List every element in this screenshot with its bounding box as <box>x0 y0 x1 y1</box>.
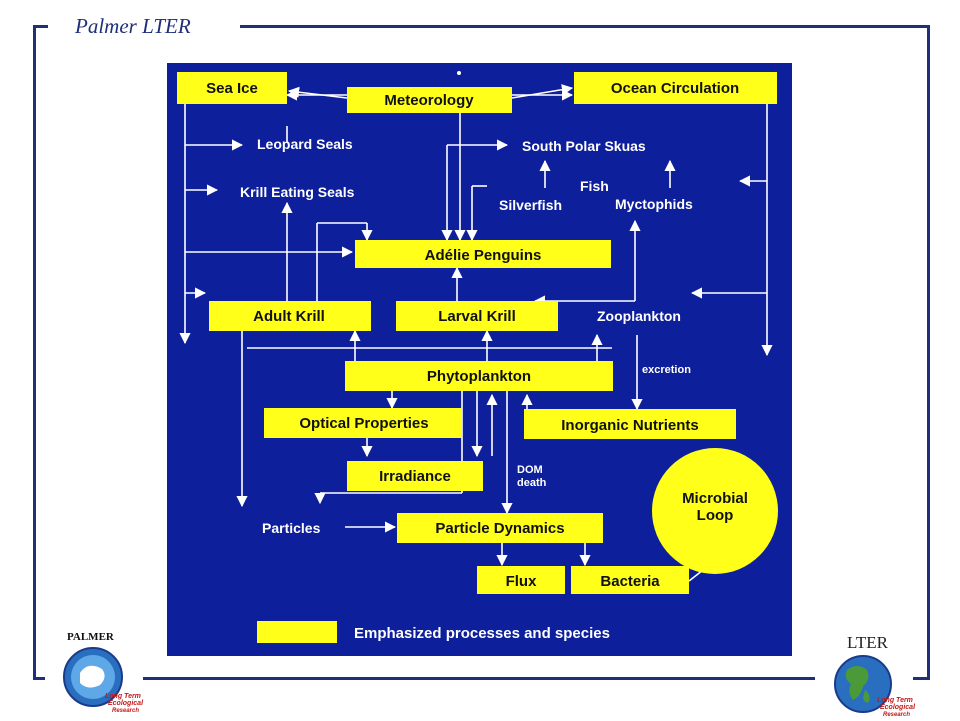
box-inorganic-nutrients <box>524 409 736 439</box>
slide-title: Palmer LTER <box>75 14 191 38</box>
lter-logo: LTER Long Term Ecological Research <box>825 628 925 720</box>
label-larval-krill: Larval Krill <box>438 308 516 325</box>
label-dom: DOM <box>517 464 543 476</box>
legend-swatch <box>257 621 337 643</box>
label-microbial: Microbial <box>682 490 748 507</box>
label-ocean-circulation: Ocean Circulation <box>611 80 739 97</box>
connector-arrows <box>179 84 773 582</box>
label-sea-ice: Sea Ice <box>206 80 258 97</box>
legend-text: Emphasized processes and species <box>354 625 610 642</box>
label-irradiance: Irradiance <box>379 468 451 485</box>
label-particles: Particles <box>262 520 321 536</box>
label-myctophids: Myctophids <box>615 196 693 212</box>
palmer-globe-icon: Long Term Ecological Research <box>63 647 144 714</box>
frame-bottom-left-segment <box>33 677 45 680</box>
frame-top-right-segment <box>240 25 930 28</box>
label-particle-dynamics: Particle Dynamics <box>435 520 564 537</box>
box-sea-ice <box>177 72 287 104</box>
label-silverfish: Silverfish <box>499 197 562 213</box>
label-leopard-seals: Leopard Seals <box>257 136 353 152</box>
box-phytoplankton <box>345 361 613 391</box>
label-krill-eating-seals: Krill Eating Seals <box>240 184 355 200</box>
box-ocean-circulation <box>574 72 777 104</box>
svg-text:Research: Research <box>883 712 910 718</box>
label-phytoplankton: Phytoplankton <box>427 368 531 385</box>
ecosystem-diagram: Sea Ice Meteorology Ocean Circulation Ad… <box>177 71 778 643</box>
lter-logo-caption: LTER <box>847 633 888 652</box>
box-adult-krill <box>209 301 371 331</box>
frame-bottom-right-segment <box>913 677 930 680</box>
box-bacteria <box>571 566 689 594</box>
box-flux <box>477 566 565 594</box>
box-particle-dynamics <box>397 513 603 543</box>
label-inorganic-nutrients: Inorganic Nutrients <box>561 417 699 434</box>
palmer-logo: PALMER Long Term Ecological Research <box>50 630 150 720</box>
svg-text:Ecological: Ecological <box>880 704 916 711</box>
label-bacteria: Bacteria <box>600 573 660 590</box>
svg-text:Long Term: Long Term <box>105 693 141 700</box>
microbial-loop-circle <box>652 448 778 574</box>
label-flux: Flux <box>506 573 537 590</box>
label-zooplankton: Zooplankton <box>597 308 681 324</box>
label-adelie-penguins: Adélie Penguins <box>425 247 542 264</box>
ecosystem-diagram-panel: Sea Ice Meteorology Ocean Circulation Ad… <box>167 63 792 656</box>
label-adult-krill: Adult Krill <box>253 308 325 325</box>
frame-top-left-segment <box>35 25 48 28</box>
label-south-polar-skuas: South Polar Skuas <box>522 138 646 154</box>
lter-globe-icon: Long Term Ecological Research <box>834 655 916 718</box>
label-meteorology: Meteorology <box>384 92 474 109</box>
label-death: death <box>517 477 547 489</box>
label-fish: Fish <box>580 178 609 194</box>
top-dot-marker <box>457 71 461 75</box>
svg-text:Research: Research <box>112 708 139 714</box>
box-optical-properties <box>264 408 462 438</box>
box-larval-krill <box>396 301 558 331</box>
palmer-logo-caption: PALMER <box>67 631 114 643</box>
frame-bottom-middle-segment <box>143 677 815 680</box>
frame-right-edge <box>927 25 930 680</box>
label-excretion: excretion <box>642 364 691 376</box>
box-meteorology <box>347 87 512 113</box>
label-optical-properties: Optical Properties <box>299 415 428 432</box>
svg-text:Ecological: Ecological <box>108 700 144 707</box>
label-loop: Loop <box>697 507 734 524</box>
box-adelie-penguins <box>355 240 611 268</box>
frame-left-edge <box>33 25 36 680</box>
box-irradiance <box>347 461 483 491</box>
svg-text:Long Term: Long Term <box>877 697 913 704</box>
emphasized-boxes <box>177 72 778 643</box>
